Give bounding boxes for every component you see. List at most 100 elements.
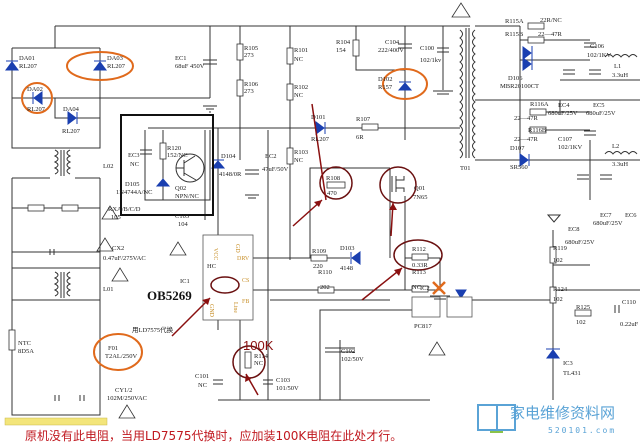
label: R114: [254, 353, 269, 360]
rxa: [27, 204, 45, 212]
label: D104: [221, 153, 236, 160]
label: 105: [111, 214, 121, 221]
label: 102/1KV: [558, 144, 583, 151]
label: PC817: [414, 323, 432, 330]
l01-coil: [53, 271, 72, 298]
highlight-bar: [4, 417, 108, 426]
pin-cs: CS: [242, 278, 249, 284]
r116a: [529, 108, 547, 116]
label: R101: [294, 47, 308, 54]
r119: [549, 246, 557, 264]
label: EC3: [128, 152, 140, 159]
label: 0.47uF/275VAC: [103, 255, 146, 262]
label: EC2: [265, 153, 277, 160]
label: D102: [378, 76, 392, 83]
pin-fb: FB: [242, 299, 249, 305]
l02-coil: [53, 149, 72, 176]
r113: [411, 285, 429, 293]
label: DA03: [107, 55, 123, 62]
label: NC: [294, 56, 303, 63]
label: SR560: [510, 164, 528, 171]
label: R107: [356, 116, 371, 123]
label: R116A: [530, 101, 549, 108]
q01-highlight: [379, 166, 417, 204]
label: C106: [590, 43, 605, 50]
pc817-emitter: [446, 296, 473, 318]
label: R110: [318, 269, 332, 276]
r120: [159, 142, 167, 160]
ic1-pins: VCC GD HC DRV CS FB GND Line: [207, 244, 250, 318]
da02-highlight: [21, 82, 53, 114]
label: D101: [311, 114, 325, 121]
highlights: [21, 51, 446, 379]
label: L01: [103, 286, 113, 293]
arrows: [171, 103, 403, 396]
warning-icons: [96, 2, 471, 419]
label: 6R: [356, 134, 364, 141]
label: 3.3uH: [612, 161, 628, 168]
label: D107: [510, 145, 525, 152]
chip-name-label: OB5269: [147, 288, 192, 303]
resistor-value-annotation: 100K: [243, 338, 274, 353]
label: 470: [327, 190, 337, 197]
label: NC: [412, 284, 421, 291]
label: RL207: [311, 136, 330, 143]
label: NC: [294, 157, 303, 164]
r101: [286, 47, 294, 65]
d102-highlight: [382, 68, 428, 100]
pin-drv: DRV: [237, 256, 250, 262]
r105: [236, 43, 244, 61]
r124: [549, 286, 557, 304]
label: EC4: [558, 102, 570, 109]
r104: [352, 39, 360, 57]
pin-gd: GD: [234, 244, 240, 253]
label: 4148/0R: [219, 171, 242, 178]
label: R120: [167, 145, 181, 152]
logo-url: 520101.com: [548, 426, 616, 435]
r106: [236, 79, 244, 97]
label: D106: [508, 75, 523, 82]
label: 22R/NC: [540, 17, 562, 24]
magnetics: [53, 28, 638, 298]
label: D103: [340, 245, 354, 252]
label: NC: [130, 161, 139, 168]
r110: [317, 286, 335, 294]
label: R102: [294, 84, 308, 91]
label: NC: [198, 382, 207, 389]
label: RL207: [19, 63, 38, 70]
label: TL431: [563, 370, 581, 377]
pc817-receiver: [411, 296, 441, 318]
wires: [11, 25, 640, 416]
logo-name: 家电维修资料网: [510, 404, 615, 422]
pin-gnd: GND: [208, 304, 214, 318]
r102: [286, 83, 294, 101]
label: NC: [254, 360, 263, 367]
label: C102: [341, 348, 355, 355]
label: RL207: [107, 63, 126, 70]
replace-note: 用LD7575代换: [132, 325, 174, 334]
label: 102/50V: [341, 356, 364, 363]
label: 680uF/25V: [565, 239, 595, 246]
da01-diode-icon: [5, 60, 19, 71]
label: 102: [553, 257, 563, 264]
label: 22—47R: [514, 136, 539, 143]
label: 102/1kv: [420, 57, 442, 64]
label: 273: [244, 88, 254, 95]
r114: [244, 351, 252, 369]
label: 1N4744A/NC: [116, 189, 152, 196]
label: IC1: [180, 278, 190, 285]
label: DA02: [27, 86, 43, 93]
site-logo: 家电维修资料网 520101.com: [477, 404, 616, 435]
output-inductors: [604, 54, 638, 155]
label: 7N65: [413, 194, 427, 201]
label: 273: [244, 52, 254, 59]
label: C103: [276, 377, 290, 384]
tl431-icon: [546, 348, 560, 359]
label: 220: [313, 263, 323, 270]
label: 222/400V: [378, 47, 404, 54]
capacitors: [49, 42, 620, 401]
label: R108: [326, 175, 340, 182]
label-ec6: EC6: [625, 212, 637, 219]
label: R105: [244, 45, 258, 52]
r103: [286, 147, 294, 165]
